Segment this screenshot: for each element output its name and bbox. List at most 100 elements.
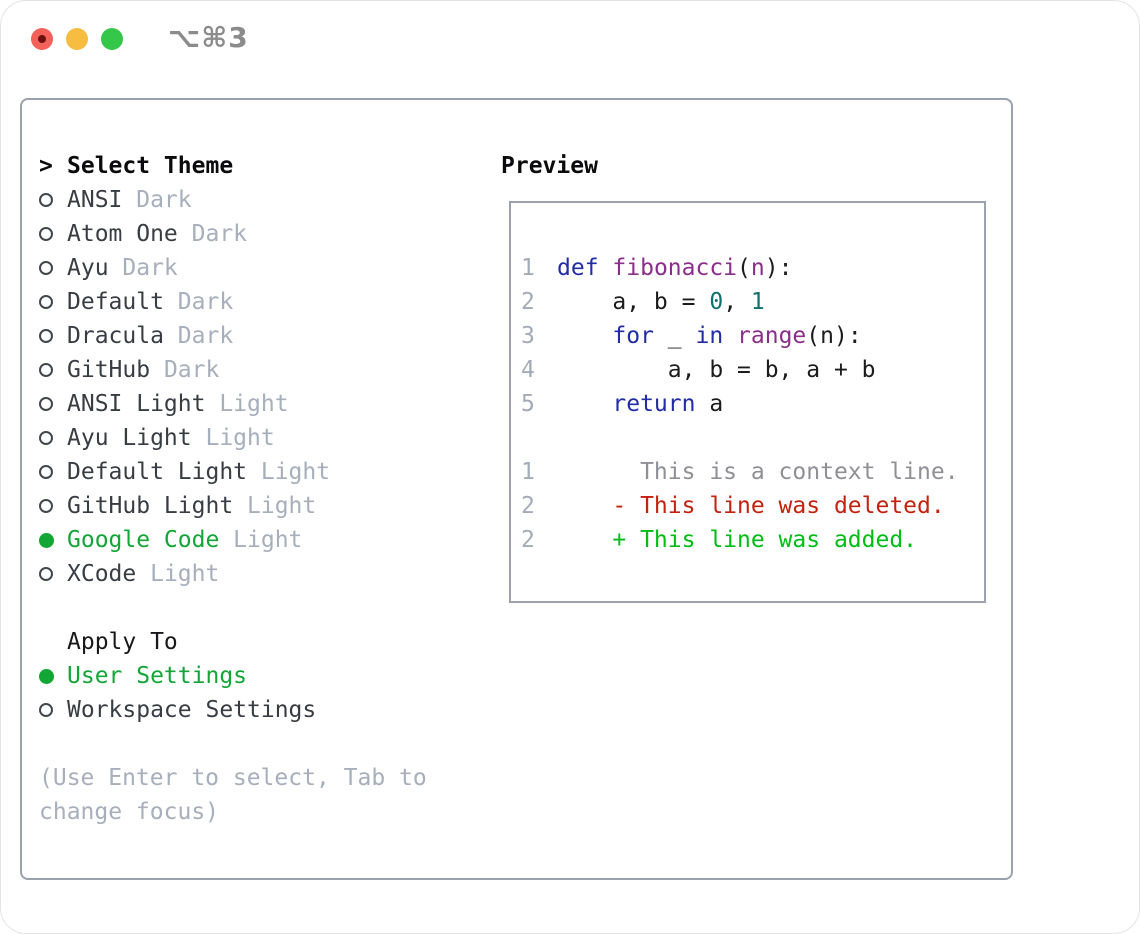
theme-item-default-dark[interactable]: Default Dark bbox=[39, 285, 427, 319]
code-token: a, b = bbox=[557, 289, 710, 315]
apply-to-title: Apply To bbox=[67, 629, 178, 655]
code-token bbox=[723, 323, 737, 349]
radio-marker bbox=[39, 431, 67, 445]
radio-marker bbox=[39, 532, 67, 548]
radio-icon bbox=[39, 499, 53, 513]
code-token: a, b = b, a + b bbox=[557, 357, 876, 383]
radio-marker bbox=[39, 465, 67, 479]
code-token: a bbox=[695, 391, 724, 417]
cursor-marker: > bbox=[39, 149, 67, 183]
code-token: n bbox=[750, 255, 765, 281]
spacer bbox=[39, 591, 427, 625]
radio-icon bbox=[39, 703, 53, 717]
theme-item-ansi-light[interactable]: ANSI Light Light bbox=[39, 387, 427, 421]
line-number: 5 bbox=[521, 391, 535, 417]
line-number: 2 bbox=[521, 493, 535, 519]
code-token bbox=[557, 323, 612, 349]
theme-item-google-code-light[interactable]: Google Code Light bbox=[39, 523, 427, 557]
code-token: for bbox=[612, 323, 654, 349]
theme-item-ansi-dark[interactable]: ANSI Dark bbox=[39, 183, 427, 217]
radio-marker bbox=[39, 499, 67, 513]
radio-selected-icon bbox=[39, 668, 54, 684]
apply-to-header: Apply To bbox=[39, 625, 427, 659]
radio-marker bbox=[39, 261, 67, 275]
code-token: in bbox=[695, 323, 724, 349]
window-title-shortcut: ⌥⌘3 bbox=[168, 21, 249, 54]
radio-icon bbox=[39, 295, 53, 309]
radio-icon bbox=[39, 193, 53, 207]
code-token: return bbox=[612, 391, 696, 417]
radio-icon bbox=[39, 363, 53, 377]
radio-marker bbox=[39, 567, 67, 581]
code-token: 0 bbox=[709, 289, 724, 315]
radio-icon bbox=[39, 567, 53, 581]
code-line: 3 for _ in range(n): bbox=[521, 319, 959, 353]
code-token bbox=[557, 391, 612, 417]
code-token: This is a context line. bbox=[557, 459, 959, 485]
theme-list-title: Select Theme bbox=[67, 153, 234, 179]
blank-line bbox=[521, 421, 959, 455]
traffic-lights bbox=[31, 28, 123, 50]
line-number: 4 bbox=[521, 357, 535, 383]
code-token: + This line was added. bbox=[557, 527, 918, 553]
code-token: ): bbox=[764, 255, 793, 281]
diff-context-line: 1 This is a context line. bbox=[521, 455, 959, 489]
code-line: 4 a, b = b, a + b bbox=[521, 353, 959, 387]
radio-selected-icon bbox=[39, 532, 54, 548]
radio-icon bbox=[39, 227, 53, 241]
line-number: 3 bbox=[521, 323, 535, 349]
line-number: 2 bbox=[521, 289, 535, 315]
theme-selector-panel: > Select Theme ANSI Dark Atom One Dark A… bbox=[39, 149, 427, 829]
code-line: 2 a, b = 0, 1 bbox=[521, 285, 959, 319]
code-line: 5 return a bbox=[521, 387, 959, 421]
zoom-button[interactable] bbox=[101, 28, 123, 50]
theme-item-default-light[interactable]: Default Light Light bbox=[39, 455, 427, 489]
code-token: fibonacci bbox=[612, 255, 738, 281]
radio-marker bbox=[39, 397, 67, 411]
radio-marker bbox=[39, 329, 67, 343]
diff-added-line: 2 + This line was added. bbox=[521, 523, 959, 557]
radio-marker bbox=[39, 668, 67, 684]
diff-deleted-line: 2 - This line was deleted. bbox=[521, 489, 959, 523]
radio-marker bbox=[39, 703, 67, 717]
code-token: def bbox=[557, 255, 599, 281]
code-token: range bbox=[737, 323, 807, 349]
radio-icon bbox=[39, 329, 53, 343]
preview-title: Preview bbox=[501, 153, 598, 179]
theme-list-header: > Select Theme bbox=[39, 149, 427, 183]
code-token: _ bbox=[653, 323, 696, 349]
theme-item-xcode-light[interactable]: XCode Light bbox=[39, 557, 427, 591]
radio-icon bbox=[39, 431, 53, 445]
keyboard-hint-line1: (Use Enter to select, Tab to bbox=[39, 765, 427, 791]
line-number: 1 bbox=[521, 255, 535, 281]
cursor-icon: > bbox=[39, 153, 53, 179]
radio-marker bbox=[39, 193, 67, 207]
theme-item-ayu-light[interactable]: Ayu Light Light bbox=[39, 421, 427, 455]
minimize-button[interactable] bbox=[66, 28, 88, 50]
line-number: 2 bbox=[521, 527, 535, 553]
theme-item-atom-one-dark[interactable]: Atom One Dark bbox=[39, 217, 427, 251]
theme-item-github-dark[interactable]: GitHub Dark bbox=[39, 353, 427, 387]
radio-marker bbox=[39, 295, 67, 309]
code-token: (n): bbox=[806, 323, 862, 349]
apply-option-user-settings[interactable]: User Settings bbox=[39, 659, 427, 693]
code-token bbox=[599, 255, 613, 281]
code-token: - This line was deleted. bbox=[557, 493, 945, 519]
theme-item-ayu-dark[interactable]: Ayu Dark bbox=[39, 251, 427, 285]
radio-marker bbox=[39, 227, 67, 241]
theme-item-github-light[interactable]: GitHub Light Light bbox=[39, 489, 427, 523]
close-button[interactable] bbox=[31, 28, 53, 50]
apply-option-workspace-settings[interactable]: Workspace Settings bbox=[39, 693, 427, 727]
radio-marker bbox=[39, 363, 67, 377]
radio-icon bbox=[39, 397, 53, 411]
radio-icon bbox=[39, 465, 53, 479]
line-number: 1 bbox=[521, 459, 535, 485]
spacer bbox=[39, 727, 427, 761]
code-token: , bbox=[723, 289, 751, 315]
theme-item-dracula-dark[interactable]: Dracula Dark bbox=[39, 319, 427, 353]
keyboard-hint-line2: change focus) bbox=[39, 799, 220, 825]
code-token: 1 bbox=[750, 289, 765, 315]
